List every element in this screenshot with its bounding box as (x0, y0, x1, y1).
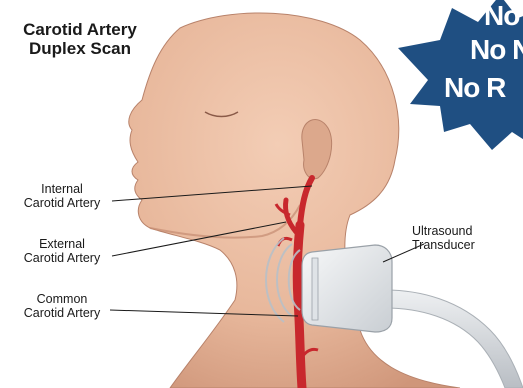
transducer-cable (385, 290, 523, 388)
head-neck-shape (129, 13, 460, 388)
label-line: Ultrasound (412, 224, 512, 238)
title-line-1: Carotid Artery (10, 20, 150, 39)
label-line: Internal (12, 182, 112, 196)
label-line: Carotid Artery (12, 196, 112, 210)
starburst-line-1: No (484, 0, 519, 32)
label-ultrasound-transducer: Ultrasound Transducer (412, 224, 512, 252)
starburst-line-3: No R (444, 72, 505, 104)
starburst-line-2: No N (470, 34, 523, 66)
transducer-face (312, 258, 318, 320)
label-line: Transducer (412, 238, 512, 252)
diagram-title: Carotid Artery Duplex Scan (10, 20, 150, 58)
label-line: External (12, 237, 112, 251)
label-line: Carotid Artery (12, 251, 112, 265)
label-line: Carotid Artery (12, 306, 112, 320)
label-internal-carotid: Internal Carotid Artery (12, 182, 112, 210)
label-common-carotid: Common Carotid Artery (12, 292, 112, 320)
label-external-carotid: External Carotid Artery (12, 237, 112, 265)
label-line: Common (12, 292, 112, 306)
title-line-2: Duplex Scan (10, 39, 150, 58)
